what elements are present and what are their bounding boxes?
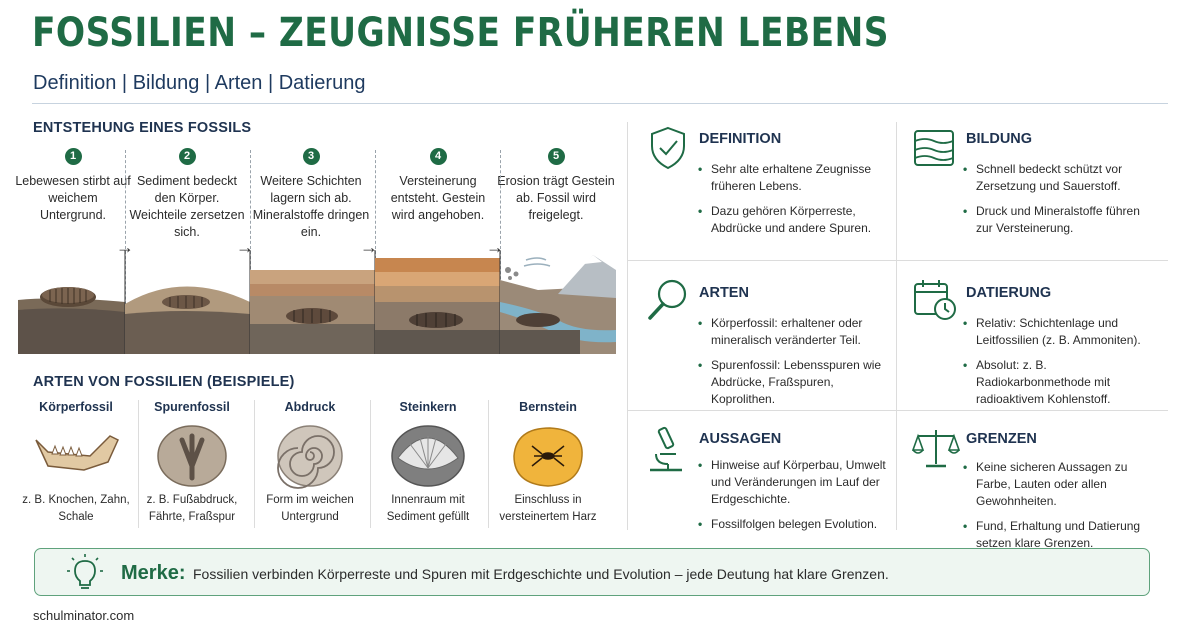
type-name: Spurenfossil	[154, 400, 230, 414]
footer-site[interactable]: schulminator.com	[33, 608, 135, 623]
card-title: GRENZEN	[966, 431, 1037, 447]
process-step-3: 3 Weitere Schichten lagern sich ab. Mine…	[252, 148, 370, 241]
type-koerperfossil: Körperfossil z. B. Knochen, Zahn, Schale	[18, 400, 134, 526]
type-divider	[370, 400, 371, 528]
right-panel-left-border	[627, 122, 628, 530]
card-bullets: Keine sicheren Aussagen zu Farbe, Lauten…	[962, 459, 1157, 560]
jawbone-icon	[35, 435, 119, 471]
step-number: 3	[302, 148, 320, 165]
card-bullets: Hinweise auf Körperbau, Umwelt und Verän…	[697, 457, 892, 541]
fossilization-illustration	[18, 250, 616, 354]
type-name: Körperfossil	[39, 400, 113, 414]
lightbulb-icon	[67, 554, 103, 589]
panel-5-illustration	[500, 255, 616, 354]
merke-box: Merke: Fossilien verbinden Körperreste u…	[34, 548, 1150, 596]
merke-label: Merke:	[121, 562, 186, 584]
step-text: Lebewesen stirbt auf weichem Untergrund.	[15, 174, 131, 222]
type-desc: Einschluss in versteinertem Harz	[499, 494, 597, 523]
process-step-4: 4 Versteinerung entsteht. Gestein wird a…	[379, 148, 497, 224]
step-text: Erosion trägt Gestein ab. Fossil wird fr…	[497, 174, 615, 222]
footprint-icon	[157, 425, 227, 487]
panel-1-illustration	[18, 287, 125, 354]
card-bullet: Hinweise auf Körperbau, Umwelt und Verän…	[697, 457, 892, 508]
type-desc: Innenraum mit Sediment gefüllt	[386, 494, 470, 523]
card-title: AUSSAGEN	[699, 431, 782, 447]
right-panel-row-divider	[628, 410, 1168, 411]
type-desc: z. B. Knochen, Zahn, Schale	[22, 494, 130, 523]
arrow-right-icon: →	[116, 237, 134, 257]
card-bullets: Sehr alte erhaltene Zeugnisse früheren L…	[697, 161, 892, 245]
calendar-clock-icon	[914, 280, 956, 320]
page-subtitle: Definition | Bildung | Arten | Datierung	[33, 72, 366, 94]
type-desc: Form im weichen Untergrund	[266, 494, 354, 523]
card-title: DEFINITION	[699, 131, 782, 147]
step-text: Versteinerung entsteht. Gestein wird ang…	[390, 174, 486, 222]
process-step-2: 2 Sediment bedeckt den Körper. Weichteil…	[128, 148, 246, 241]
type-spurenfossil: Spurenfossil z. B. Fußabdruck, Fährte, F…	[134, 400, 250, 526]
type-divider	[488, 400, 489, 528]
ammonite-imprint-icon	[277, 425, 343, 489]
process-heading: ENTSTEHUNG EINES FOSSILS	[33, 120, 252, 136]
magnifier-icon	[648, 279, 687, 320]
card-bullet: Spurenfossil: Lebensspuren wie Abdrücke,…	[697, 357, 892, 408]
shell-cast-icon	[391, 425, 465, 487]
type-abdruck: Abdruck Form im weichen Untergrund	[252, 400, 368, 526]
right-panel-mid-divider	[896, 122, 897, 530]
amber-insect-icon	[513, 427, 583, 487]
card-title: BILDUNG	[966, 131, 1033, 147]
type-divider	[254, 400, 255, 528]
merke-text: Fossilien verbinden Körperreste und Spur…	[193, 566, 889, 582]
panel-4-illustration	[375, 258, 500, 354]
arrow-right-icon: →	[360, 237, 378, 257]
layers-icon	[914, 130, 954, 166]
page-title: FOSSILIEN – ZEUGNISSE FRÜHEREN LEBENS	[32, 10, 889, 56]
process-step-5: 5 Erosion trägt Gestein ab. Fossil wird …	[497, 148, 615, 224]
card-bullet: Sehr alte erhaltene Zeugnisse früheren L…	[697, 161, 892, 195]
panel-3-illustration	[250, 270, 375, 354]
type-desc: z. B. Fußabdruck, Fährte, Fraßspur	[146, 494, 238, 523]
type-steinkern: Steinkern Innenraum mit Sediment gefüllt	[370, 400, 486, 526]
type-bernstein: Bernstein Einschluss in versteinertem Ha…	[490, 400, 606, 526]
right-panel-row-divider	[628, 260, 1168, 261]
card-bullets: Körperfossil: erhaltener oder mineralisc…	[697, 315, 892, 416]
type-name: Bernstein	[519, 400, 577, 414]
types-heading: ARTEN VON FOSSILIEN (BEISPIELE)	[33, 374, 295, 390]
panel-2-illustration	[125, 286, 250, 354]
card-bullet: Dazu gehören Körperreste, Abdrücke und a…	[697, 203, 892, 237]
card-bullet: Fossilfolgen belegen Evolution.	[697, 516, 892, 533]
type-name: Steinkern	[399, 400, 457, 414]
process-step-1: 1 Lebewesen stirbt auf weichem Untergrun…	[14, 148, 132, 224]
card-bullet: Fund, Erhaltung und Datierung setzen kla…	[962, 518, 1157, 552]
card-bullet: Druck und Mineralstoffe führen zur Verst…	[962, 203, 1157, 237]
type-divider	[138, 400, 139, 528]
card-bullet: Absolut: z. B. Radiokarbonmethode mit ra…	[962, 357, 1157, 408]
microscope-icon	[650, 426, 682, 472]
card-bullets: Schnell bedeckt schützt vor Zersetzung u…	[962, 161, 1157, 245]
type-name: Abdruck	[284, 400, 336, 414]
card-bullet: Relativ: Schichtenlage und Leitfossilien…	[962, 315, 1157, 349]
card-bullet: Keine sicheren Aussagen zu Farbe, Lauten…	[962, 459, 1157, 510]
step-text: Weitere Schichten lagern sich ab. Minera…	[252, 174, 370, 239]
card-bullet: Schnell bedeckt schützt vor Zersetzung u…	[962, 161, 1157, 195]
step-number: 1	[64, 148, 82, 165]
card-bullet: Körperfossil: erhaltener oder mineralisc…	[697, 315, 892, 349]
card-title: ARTEN	[699, 285, 749, 301]
step-number: 2	[178, 148, 196, 165]
step-number: 4	[429, 148, 447, 165]
step-text: Sediment bedeckt den Körper. Weichteile …	[129, 174, 245, 239]
scales-icon	[912, 430, 960, 468]
card-bullets: Relativ: Schichtenlage und Leitfossilien…	[962, 315, 1157, 416]
shield-check-icon	[651, 126, 685, 170]
step-number: 5	[547, 148, 565, 165]
card-title: DATIERUNG	[966, 285, 1052, 301]
header-divider	[32, 103, 1168, 104]
